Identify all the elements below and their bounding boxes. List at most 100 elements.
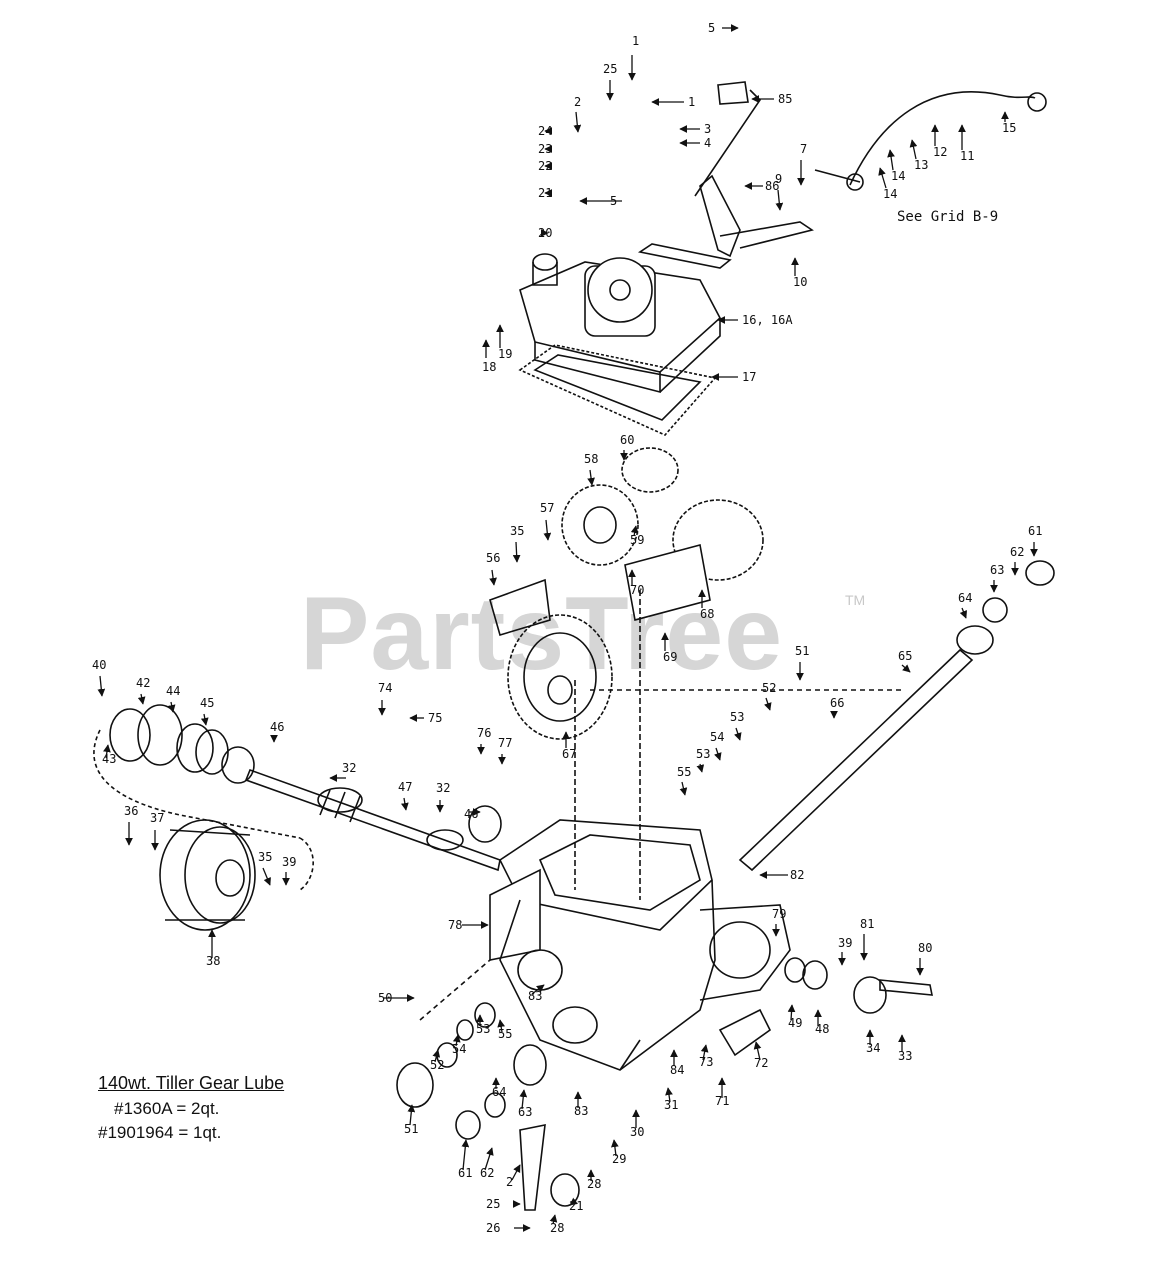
callout-69: 69 <box>663 650 677 664</box>
callout-39: 39 <box>838 936 852 950</box>
callout-17: 17 <box>742 370 756 384</box>
lube-note-line-2: #1901964 = 1qt. <box>98 1123 222 1142</box>
callout-leader <box>909 139 918 160</box>
callout-77: 77 <box>498 736 512 750</box>
callout-1: 1 <box>688 95 695 109</box>
grid-reference: See Grid B-9 <box>897 209 999 225</box>
throttle-cable <box>814 91 1047 191</box>
callout-74: 74 <box>378 681 392 695</box>
callout-10: 10 <box>793 275 807 289</box>
callout-64: 64 <box>958 591 972 605</box>
callout-14: 14 <box>891 169 905 183</box>
callout-leader <box>103 744 111 759</box>
callout-35: 35 <box>258 850 272 864</box>
callout-62: 62 <box>480 1166 494 1180</box>
lower-bearings <box>396 957 933 1211</box>
callout-32: 32 <box>342 761 356 775</box>
callout-24: 24 <box>538 124 552 138</box>
callout-12: 12 <box>933 145 947 159</box>
callout-83: 83 <box>528 989 542 1003</box>
callout-leader <box>878 167 887 189</box>
callout-leader <box>753 1041 762 1061</box>
callout-2: 2 <box>574 95 581 109</box>
callout-84: 84 <box>670 1063 684 1077</box>
lube-note-title: 140wt. Tiller Gear Lube <box>98 1073 285 1093</box>
callout-leader <box>665 1087 673 1103</box>
callout-leader <box>512 541 521 563</box>
gear-case <box>489 819 791 1071</box>
callout-2: 2 <box>506 1175 513 1189</box>
callout-70: 70 <box>630 583 644 597</box>
callout-leader <box>432 1049 441 1063</box>
callout-52: 52 <box>430 1058 444 1072</box>
callout-60: 60 <box>620 433 634 447</box>
callout-45: 45 <box>200 696 214 710</box>
callout-leader <box>519 1089 528 1110</box>
callout-leader <box>787 1004 796 1021</box>
callout-31: 31 <box>664 1098 678 1112</box>
callout-5: 5 <box>610 194 617 208</box>
callout-leader <box>543 519 552 541</box>
pulley <box>159 819 256 931</box>
callout-leader <box>630 525 639 537</box>
callout-leader <box>679 781 688 796</box>
callout-49: 49 <box>788 1016 802 1030</box>
callout-29: 29 <box>612 1152 626 1166</box>
callout-62: 62 <box>1010 545 1024 559</box>
callout-51: 51 <box>404 1122 418 1136</box>
callout-34: 34 <box>866 1041 880 1055</box>
callout-82: 82 <box>790 868 804 882</box>
callout-73: 73 <box>699 1055 713 1069</box>
callout-leader <box>262 867 271 886</box>
callout-57: 57 <box>540 501 554 515</box>
left-bearing-stack <box>109 704 255 784</box>
callout-53: 53 <box>696 747 710 761</box>
callout-50: 50 <box>378 991 392 1005</box>
callout-leader <box>484 1147 494 1171</box>
callout-3: 3 <box>704 122 711 136</box>
callout-46: 46 <box>270 720 284 734</box>
callout-23: 23 <box>538 142 552 156</box>
callout-22: 22 <box>538 159 552 173</box>
callout-55: 55 <box>498 1027 512 1041</box>
callout-53: 53 <box>476 1022 490 1036</box>
callout-71: 71 <box>715 1094 729 1108</box>
callout-leader <box>400 797 409 811</box>
callout-leader <box>901 664 911 673</box>
callout-40: 40 <box>92 658 106 672</box>
callout-25: 25 <box>603 62 617 76</box>
callout-36: 36 <box>124 804 138 818</box>
callout-21: 21 <box>538 186 552 200</box>
callout-35: 35 <box>510 524 524 538</box>
callout-44: 44 <box>166 684 180 698</box>
callout-80: 80 <box>918 941 932 955</box>
callout-39: 39 <box>282 855 296 869</box>
callout-32: 32 <box>436 781 450 795</box>
callout-48: 48 <box>815 1022 829 1036</box>
callout-leader <box>200 713 209 726</box>
callout-15: 15 <box>1002 121 1016 135</box>
callout-54: 54 <box>452 1042 466 1056</box>
callout-leader <box>764 697 772 711</box>
callout-4: 4 <box>704 136 711 150</box>
callout-labels: 1125224232221203455851511121314147986101… <box>92 21 1042 1235</box>
callout-leader <box>587 469 595 486</box>
callout-51: 51 <box>795 644 809 658</box>
callout-26: 26 <box>486 1221 500 1235</box>
callout-58: 58 <box>584 452 598 466</box>
callout-leader <box>407 1104 416 1126</box>
callout-86: 86 <box>765 179 779 193</box>
callout-54: 54 <box>710 730 724 744</box>
gear-cluster <box>489 447 764 740</box>
callout-59: 59 <box>630 533 644 547</box>
callout-18: 18 <box>482 360 496 374</box>
callout-leader <box>97 675 106 697</box>
watermark-trademark: TM <box>845 592 866 608</box>
callout-leader <box>461 1139 470 1171</box>
callout-leader <box>167 701 176 713</box>
callout-1: 1 <box>632 34 639 48</box>
callout-63: 63 <box>990 563 1004 577</box>
callout-leader <box>714 747 722 761</box>
lube-note-line-1: #1360A = 2qt. <box>114 1099 220 1118</box>
callout-33: 33 <box>898 1049 912 1063</box>
